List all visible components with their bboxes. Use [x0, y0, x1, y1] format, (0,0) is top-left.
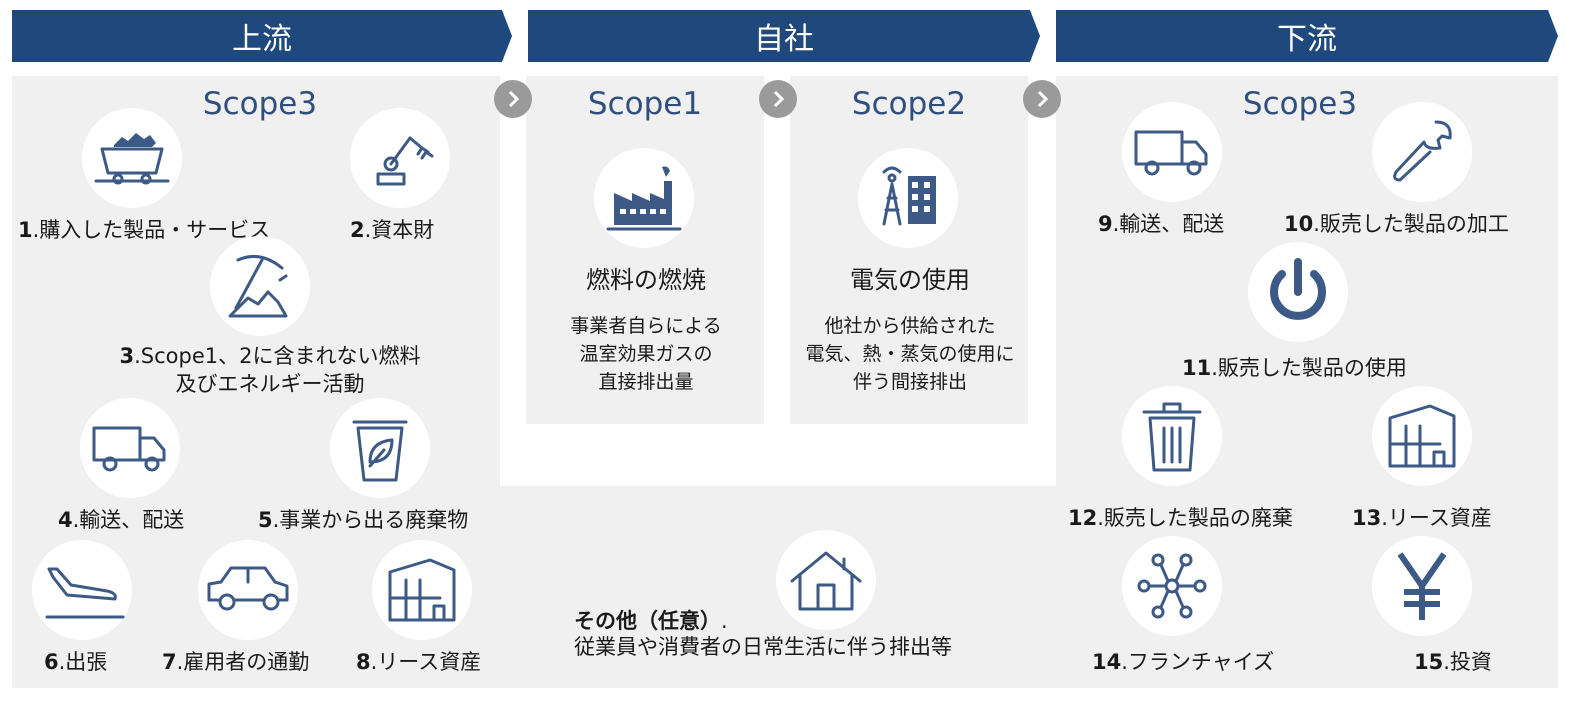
house-icon: [776, 530, 876, 630]
chevron-right-icon: [508, 90, 520, 108]
item-9-label: 9.輸送、配送: [1098, 212, 1225, 236]
chevron-right-icon: [1037, 90, 1049, 108]
downstream-scope-title: Scope3: [1242, 86, 1358, 122]
scope2-title: Scope2: [851, 86, 967, 122]
pickaxe-icon: [210, 236, 310, 336]
item-10-label: 10.販売した製品の加工: [1284, 212, 1509, 236]
scope1-title: Scope1: [587, 86, 703, 122]
item-11-label: 11.販売した製品の使用: [1182, 356, 1407, 380]
upstream-scope-title: Scope3: [202, 86, 318, 122]
item-3-label: 3.Scope1、2に含まれない燃料 及びエネルギー活動: [119, 344, 421, 396]
company-banner-label: 自社: [754, 22, 814, 57]
car-icon: [198, 540, 298, 640]
downstream-banner-label: 下流: [1277, 22, 1337, 57]
trash-can-icon: [1122, 386, 1222, 486]
airplane-icon: [32, 540, 132, 640]
other-title: その他（任意）: [574, 609, 721, 633]
other-label: その他（任意）. 従業員や消費者の日常生活に伴う排出等: [574, 609, 952, 659]
item-12-label: 12.販売した製品の廃棄: [1068, 506, 1293, 530]
item-15-label: 15.投資: [1414, 650, 1492, 674]
company-divider: [500, 424, 1056, 486]
scope1-desc: 事業者自らによる 温室効果ガスの 直接排出量: [570, 315, 722, 393]
item-7-label: 7.雇用者の通勤: [162, 650, 310, 674]
other-desc: 従業員や消費者の日常生活に伴う排出等: [574, 635, 952, 659]
company-divider: [1028, 76, 1056, 486]
item-13-label: 13.リース資産: [1352, 506, 1492, 530]
factory-smoke-icon: [594, 148, 694, 248]
truck-icon: [80, 398, 180, 498]
item-4-label: 4.輸送、配送: [58, 508, 185, 532]
company-banner: 自社: [528, 10, 1040, 62]
next-arrow-button: [1023, 80, 1061, 118]
company-divider: [764, 76, 790, 486]
yen-icon: [1372, 536, 1472, 636]
truck-icon: [1122, 102, 1222, 202]
factory-icon: [1372, 386, 1472, 486]
item-6-label: 6.出張: [44, 650, 108, 674]
robot-arm-icon: [350, 108, 450, 208]
network-icon: [1122, 536, 1222, 636]
next-arrow-button: [759, 80, 797, 118]
power-icon: [1248, 242, 1348, 342]
item-5-label: 5.事業から出る廃棄物: [258, 508, 469, 532]
item-14-label: 14.フランチャイズ: [1092, 650, 1275, 674]
upstream-banner-label: 上流: [232, 22, 292, 57]
power-tower-building-icon: [858, 148, 958, 248]
upstream-banner: 上流: [12, 10, 512, 62]
factory-icon: [372, 540, 472, 640]
scope1-heading: 燃料の燃焼: [586, 266, 706, 294]
scope2-heading: 電気の使用: [850, 266, 970, 294]
recycle-bin-icon: [330, 398, 430, 498]
wrench-icon: [1372, 102, 1472, 202]
scope2-desc: 他社から供給された 電気、熱・蒸気の使用に 伴う間接排出: [805, 315, 1015, 393]
mine-cart-icon: [82, 108, 182, 208]
item-2-label: 2.資本財: [350, 218, 435, 242]
downstream-banner: 下流: [1056, 10, 1558, 62]
company-divider: [500, 76, 526, 486]
next-arrow-button: [494, 80, 532, 118]
item-8-label: 8.リース資産: [356, 650, 482, 674]
chevron-right-icon: [773, 90, 785, 108]
item-1-label: 1.購入した製品・サービス: [18, 218, 271, 242]
